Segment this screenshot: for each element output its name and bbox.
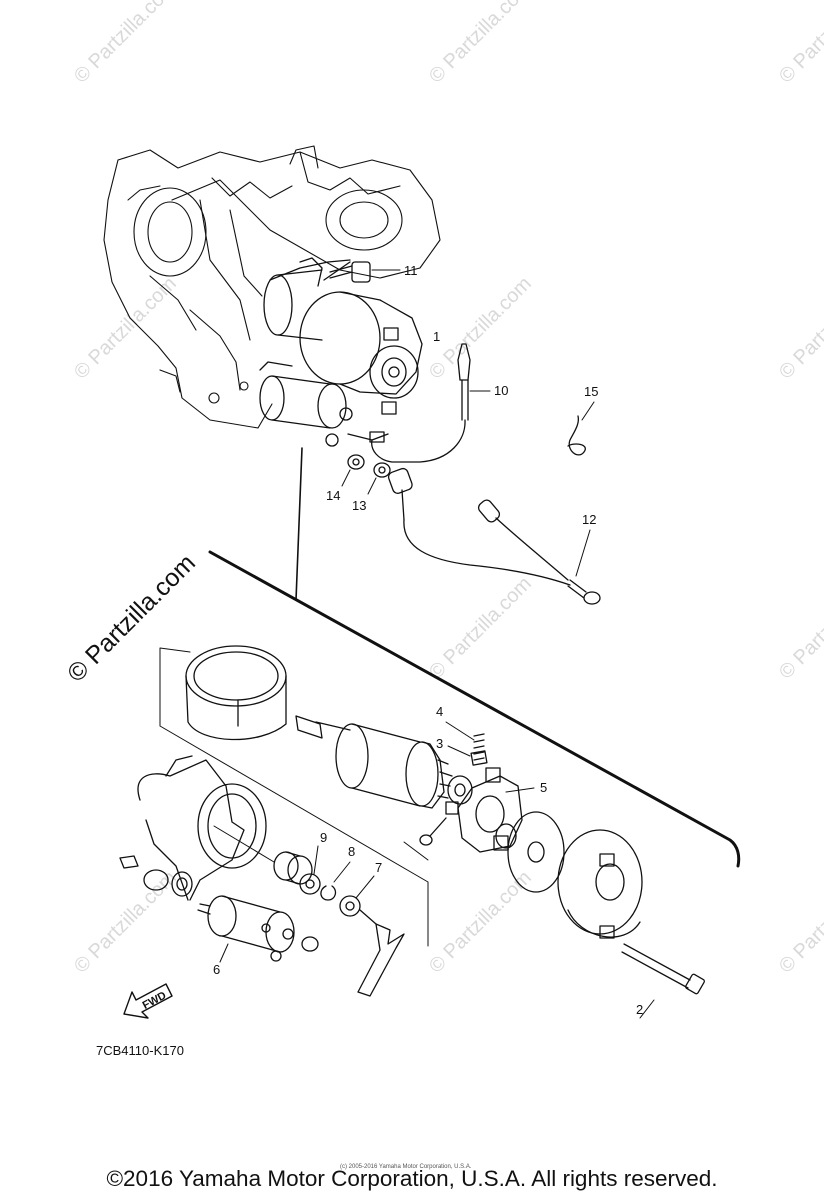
- brush-part-3: [470, 750, 488, 766]
- part-label-15: 15: [584, 384, 598, 399]
- starter-motor: [259, 257, 423, 447]
- diagram-code: 7CB4110-K170: [96, 1043, 184, 1058]
- part-label-5: 5: [540, 780, 547, 795]
- spring-part-4: [473, 733, 485, 761]
- part-label-10: 10: [494, 383, 508, 398]
- front-housing: [137, 755, 267, 901]
- exploded-view-bracket: [159, 550, 741, 947]
- washer-part-9: [299, 873, 321, 895]
- part-labels: 1 2 3 4 5 6 7 8 9 10 11 12 13 14 15: [213, 263, 643, 1017]
- part-label-13: 13: [352, 498, 366, 513]
- clip-part-15: [567, 415, 586, 456]
- washer-part-7: [339, 895, 361, 917]
- brush-holder-part-5: [419, 767, 523, 853]
- copyright-notice: ©2016 Yamaha Motor Corporation, U.S.A. A…: [106, 1166, 718, 1191]
- collar: [273, 851, 313, 885]
- copyright-small: (c) 2005-2016 Yamaha Motor Corporation, …: [340, 1164, 472, 1170]
- part-label-6: 6: [213, 962, 220, 977]
- part-label-3: 3: [436, 736, 443, 751]
- armature: [295, 715, 473, 809]
- nut-small-left: [119, 855, 139, 869]
- bolt-part-11: [323, 261, 371, 283]
- washer-disk: [507, 811, 565, 893]
- cable-part-12: [387, 467, 601, 605]
- part-label-12: 12: [582, 512, 596, 527]
- part-label-14: 14: [326, 488, 340, 503]
- part-label-8: 8: [348, 844, 355, 859]
- clip-part-8: [320, 885, 337, 901]
- yoke-housing: [185, 645, 287, 741]
- end-cover: [557, 829, 643, 939]
- part-label-1: 1: [433, 329, 440, 344]
- nut-part-13: [373, 462, 391, 478]
- fwd-label: FWD: [141, 990, 169, 1012]
- engine-block: [103, 145, 441, 429]
- drive-lever: [357, 909, 405, 997]
- part-label-2: 2: [636, 1002, 643, 1017]
- through-bolt-part-2: [621, 943, 705, 995]
- part-label-4: 4: [436, 704, 443, 719]
- part-label-7: 7: [375, 860, 382, 875]
- solenoid-part-6: [197, 895, 319, 962]
- part-label-11: 11: [404, 263, 418, 278]
- fwd-arrow-icon: [123, 983, 173, 1019]
- lead-wire-part-10: [347, 343, 471, 463]
- washer-part-14: [347, 454, 365, 470]
- part-label-9: 9: [320, 830, 327, 845]
